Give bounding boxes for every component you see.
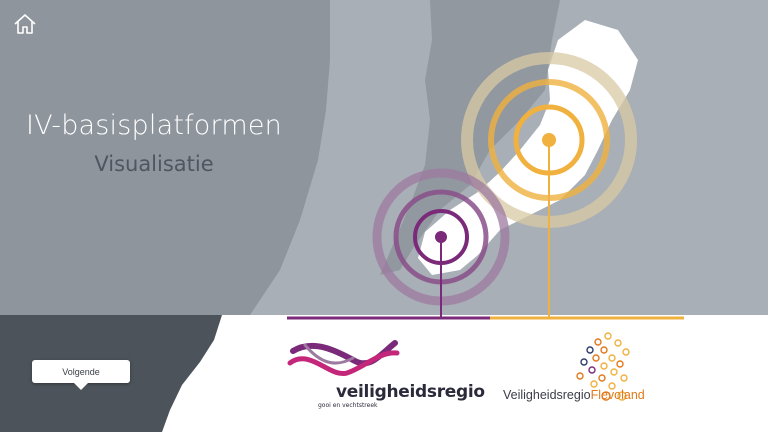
purple-pin-dot — [435, 231, 447, 243]
flevoland-logo-prefix: Veiligheidsregio — [503, 388, 591, 402]
flevoland-logo-mark — [576, 332, 630, 401]
flevoland-area — [418, 20, 638, 275]
page-subtitle: Visualisatie — [94, 152, 214, 176]
next-button[interactable]: Volgende — [32, 360, 130, 390]
page-title: IV-basisplatformen — [26, 110, 282, 141]
gooi-logo-name: veiligheidsregio — [336, 382, 485, 402]
orange-pin-dot — [542, 133, 556, 147]
flevoland-logo-name: VeiligheidsregioFlevoland — [503, 388, 645, 402]
home-button[interactable] — [12, 12, 38, 36]
gooi-logo-mark — [287, 340, 400, 376]
gooi-logo-tagline: gooi en vechtstreek — [318, 402, 378, 409]
next-button-label: Volgende — [62, 366, 100, 377]
flevoland-logo-region: Flevoland — [590, 388, 645, 402]
home-icon — [14, 14, 36, 34]
